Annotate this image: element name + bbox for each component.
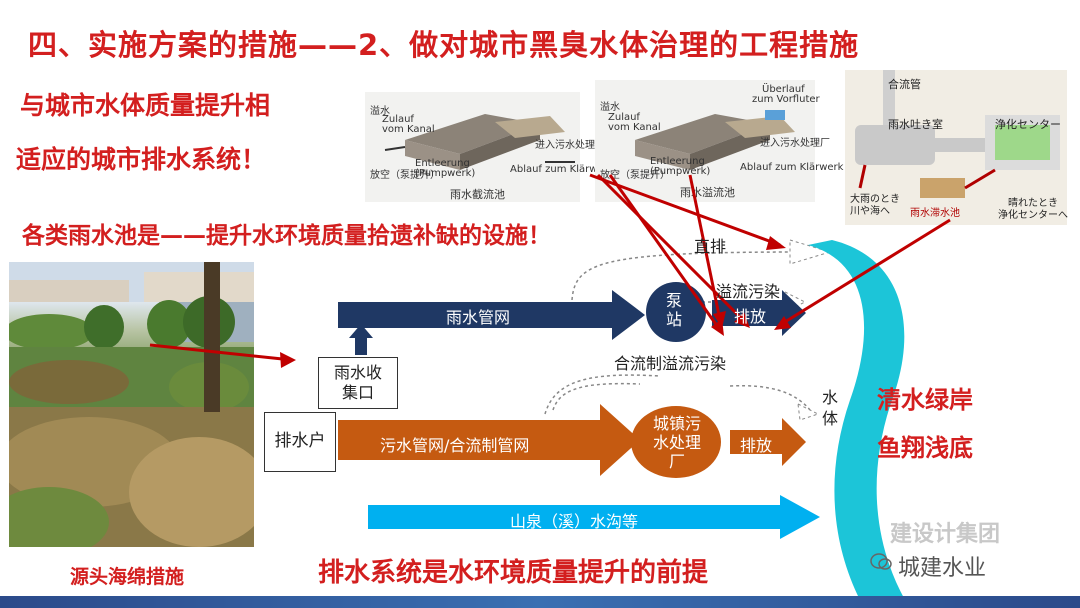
label-overflow-1: 溢水 — [370, 106, 390, 117]
label-pumpwerk-2: (Pumpwerk) — [650, 166, 711, 177]
label-uberlauf-2: Überlauf — [762, 84, 805, 95]
watermark-text: 建设计集团 — [890, 522, 1001, 547]
cso-label: 合流制溢流污染 — [614, 354, 727, 373]
label-heavy-rain: 大雨のとき — [850, 194, 900, 205]
pump-station-label: 泵站 — [666, 291, 683, 330]
overflow-tank-image — [595, 80, 815, 202]
label-entleerung-1: Entleerung — [415, 158, 470, 169]
page-title: 四、实施方案的措施——2、做对城市黑臭水体治理的工程措施 — [28, 28, 860, 62]
direct-discharge-arrowhead — [789, 239, 832, 265]
storage-tank-image — [365, 92, 580, 202]
label-vorfluter-2: zum Vorfluter — [752, 94, 820, 105]
wechat-account: 城建水业 — [898, 556, 987, 581]
label-to-center: 浄化センターへ — [998, 210, 1068, 221]
discharge2-label: 排放 — [740, 436, 773, 455]
label-overflow-2: 溢水 — [600, 102, 620, 113]
sewage-pipe-label: 污水管网/合流制管网 — [380, 436, 530, 455]
label-pump-empty-2: 放空（泵提升） — [600, 170, 670, 181]
rain-inlet-box: 雨水收集口 — [318, 357, 398, 409]
sponge-city-photo — [9, 262, 254, 547]
sewage-pipe-arrow — [338, 404, 640, 476]
label-pumpwerk-1: (Pumpwerk) — [415, 168, 476, 179]
label-zulauf-2: Zulauf — [608, 112, 640, 123]
water-body-band — [808, 240, 905, 600]
wwtp-label: 城镇污水处理厂 — [652, 414, 701, 472]
label-purify-center: 浄化センター — [995, 118, 1061, 131]
statement-line-1: 与城市水体质量提升相 — [20, 91, 271, 120]
label-ablauf-1: Ablauf zum Klärwerk — [510, 164, 614, 175]
statement-line-2: 适应的城市排水系统！ — [16, 145, 267, 174]
label-wwtp-1: 进入污水处理厂 — [535, 140, 605, 151]
label-entleerung-2: Entleerung — [650, 156, 705, 167]
clear-water-text: 清水绿岸 — [877, 386, 973, 414]
label-combined-pipe: 合流管 — [888, 78, 921, 91]
label-vomkanal-2: vom Kanal — [608, 122, 661, 133]
bottom-statement: 排水系统是水环境质量提升的前提 — [318, 558, 709, 588]
pump-station-circle — [646, 282, 706, 342]
photo-caption: 源头海绵措施 — [70, 566, 185, 588]
red-pointer-arrows — [149, 173, 951, 362]
discharge1-label: 排放 — [734, 307, 767, 326]
wechat-icon — [870, 552, 892, 572]
label-vomkanal-1: vom Kanal — [382, 124, 435, 135]
rain-pipe-label: 雨水管网 — [446, 308, 511, 327]
rain-pipe-arrow — [338, 290, 645, 340]
household-label: 排水户 — [274, 431, 326, 452]
rain-inlet-up-arrow — [349, 324, 373, 355]
label-river-sea: 川や海へ — [850, 206, 890, 217]
japan-storage-diagram — [845, 70, 1067, 225]
direct-discharge-curve — [571, 251, 801, 301]
stream-label: 山泉（溪）水沟等 — [510, 512, 639, 531]
label-fine-weather: 晴れたとき — [1008, 198, 1058, 209]
label-ablauf-2: Ablauf zum Klärwerk — [740, 162, 844, 173]
stream-arrow — [368, 495, 820, 539]
water-body-label: 水体 — [822, 388, 839, 428]
storage-tank-caption: 雨水截流池 — [450, 188, 505, 201]
rain-inlet-label: 雨水收集口 — [333, 363, 382, 402]
discharge2-arrow — [730, 418, 806, 466]
statement-rain-ponds: 各类雨水池是——提升水环境质量拾遗补缺的设施！ — [22, 223, 551, 249]
fish-shallow-text: 鱼翔浅底 — [877, 434, 973, 462]
bottom-bar — [0, 596, 1080, 608]
direct-discharge-label: 直排 — [694, 237, 727, 256]
label-wwtp-2: 进入污水处理厂 — [760, 138, 830, 149]
label-pump-empty-1: 放空（泵提升） — [370, 170, 440, 181]
household-box: 排水户 — [264, 412, 336, 472]
overflow-pollution-label: 溢流污染 — [716, 282, 781, 301]
label-spit-chamber: 雨水吐き室 — [888, 118, 943, 131]
wwtp-circle — [631, 406, 721, 478]
label-rain-pond: 雨水滞水池 — [910, 208, 960, 219]
label-zulauf-1: Zulauf — [382, 114, 414, 125]
